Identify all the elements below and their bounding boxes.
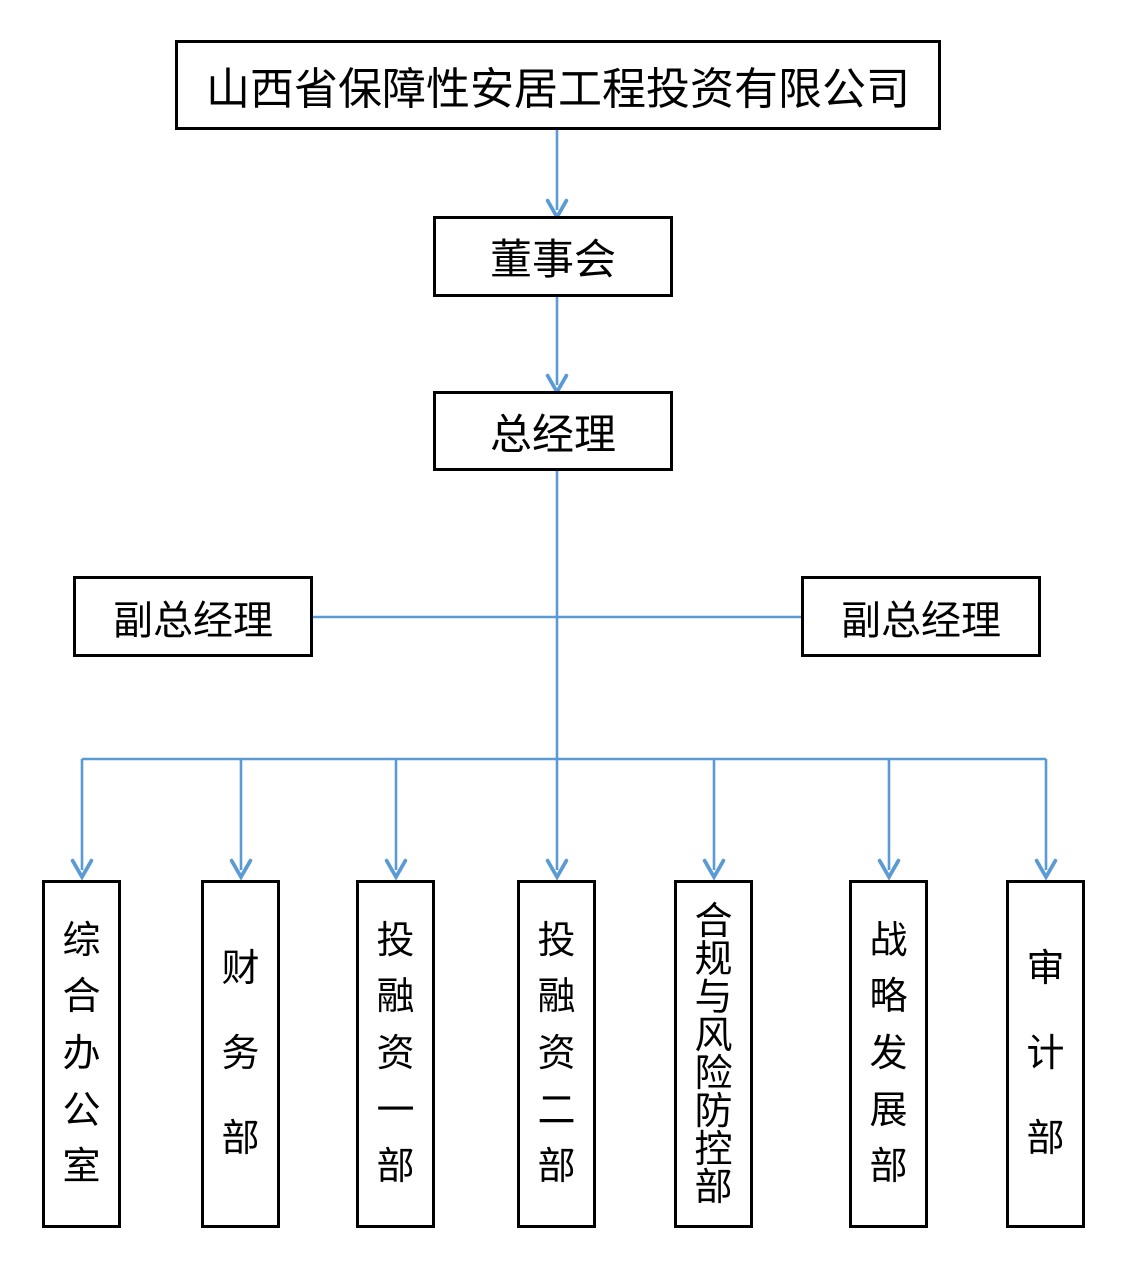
company-label: 山西省保障性安居工程投资有限公司 <box>206 65 910 114</box>
dept-char: 综 <box>62 919 101 962</box>
dept-char: 险 <box>694 1053 733 1095</box>
dept-box-finance: 财务部 <box>201 880 280 1228</box>
deputy-general-manager-right-label: 副总经理 <box>841 597 1001 643</box>
dept-box-audit: 审计部 <box>1006 880 1085 1228</box>
dept-char: 融 <box>376 976 415 1019</box>
dept-char: 资 <box>376 1032 415 1075</box>
dept-char: 发 <box>869 1032 908 1075</box>
dept-char: 务 <box>221 1033 260 1075</box>
board-of-directors-box: 董事会 <box>433 216 673 297</box>
deputy-general-manager-left-box: 副总经理 <box>73 576 313 657</box>
dept-label-strategic-development: 战略发展部 <box>852 883 925 1225</box>
dept-label-general-office: 综合办公室 <box>45 883 118 1225</box>
dept-char: 部 <box>537 1146 576 1189</box>
dept-char: 计 <box>1026 1033 1065 1075</box>
dept-label-audit: 审计部 <box>1009 883 1082 1225</box>
dept-char: 投 <box>537 919 576 962</box>
deputy-general-manager-right-box: 副总经理 <box>801 576 1041 657</box>
dept-char: 审 <box>1026 948 1065 990</box>
dept-char: 与 <box>694 977 733 1019</box>
dept-char: 战 <box>869 919 908 962</box>
general-manager-box: 总经理 <box>433 391 673 471</box>
dept-char: 防 <box>694 1091 733 1133</box>
dept-char: 室 <box>62 1146 101 1189</box>
dept-label-investment-financing-1: 投融资一部 <box>359 883 432 1225</box>
dept-char: 部 <box>869 1146 908 1189</box>
general-manager-label: 总经理 <box>489 412 616 459</box>
dept-char: 略 <box>869 976 908 1019</box>
dept-label-investment-financing-2: 投融资二部 <box>520 883 593 1225</box>
dept-char: 投 <box>376 919 415 962</box>
dept-char: 融 <box>537 976 576 1019</box>
dept-box-investment-financing-2: 投融资二部 <box>517 880 596 1228</box>
dept-char: 风 <box>694 1015 733 1057</box>
deputy-general-manager-left-label: 副总经理 <box>113 597 273 643</box>
dept-char: 财 <box>221 948 260 990</box>
dept-char: 办 <box>62 1032 101 1075</box>
dept-char: 合 <box>62 976 101 1019</box>
dept-box-strategic-development: 战略发展部 <box>849 880 928 1228</box>
dept-label-finance: 财务部 <box>204 883 277 1225</box>
dept-char: 控 <box>694 1129 733 1171</box>
dept-char: 部 <box>221 1118 260 1160</box>
dept-char: 部 <box>694 1167 733 1209</box>
dept-char: 公 <box>62 1089 101 1132</box>
board-label: 董事会 <box>489 238 616 284</box>
dept-char: 部 <box>376 1146 415 1189</box>
dept-char: 展 <box>869 1089 908 1132</box>
dept-char: 合 <box>694 901 733 943</box>
dept-char: 资 <box>537 1032 576 1075</box>
dept-box-compliance-risk-control: 合规与风险防控部 <box>674 880 753 1228</box>
company-box: 山西省保障性安居工程投资有限公司 <box>175 40 941 130</box>
dept-char: 一 <box>376 1089 415 1132</box>
dept-char: 规 <box>694 939 733 981</box>
dept-char: 二 <box>537 1089 576 1132</box>
dept-box-investment-financing-1: 投融资一部 <box>356 880 435 1228</box>
dept-char: 部 <box>1026 1118 1065 1160</box>
dept-label-compliance-risk-control: 合规与风险防控部 <box>677 883 750 1225</box>
dept-box-general-office: 综合办公室 <box>42 880 121 1228</box>
